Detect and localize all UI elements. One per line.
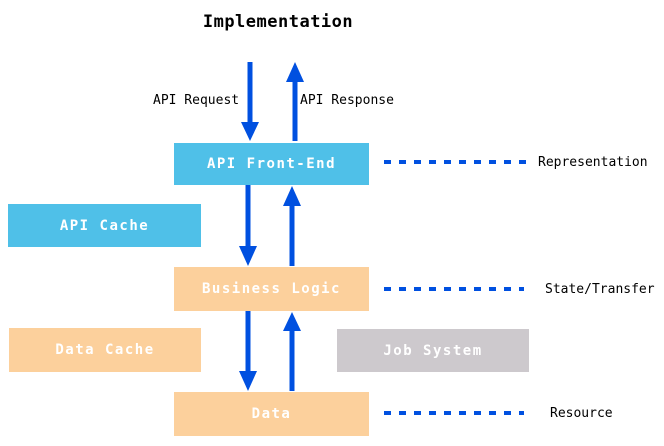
diagram-title: Implementation bbox=[202, 12, 354, 32]
arrow-business-to-frontend-up bbox=[283, 186, 301, 266]
box-data-cache-label: Data Cache bbox=[55, 342, 155, 358]
layer-label-representation: Representation bbox=[538, 155, 648, 170]
arrow-business-to-data-down bbox=[239, 311, 257, 391]
arrow-data-to-business-up bbox=[283, 312, 301, 391]
box-data-cache: Data Cache bbox=[9, 328, 201, 372]
box-api-cache-label: API Cache bbox=[59, 217, 150, 234]
box-api-front-end: API Front-End bbox=[174, 143, 369, 185]
api-response-label: API Response bbox=[300, 93, 394, 108]
box-job-system: Job System bbox=[337, 329, 529, 372]
box-data-label: Data bbox=[251, 406, 292, 422]
box-api-cache: API Cache bbox=[8, 204, 201, 247]
layer-label-state-transfer: State/Transfer bbox=[545, 282, 655, 297]
box-data: Data bbox=[174, 392, 369, 436]
api-request-label: API Request bbox=[153, 93, 240, 108]
layer-label-resource: Resource bbox=[550, 406, 613, 421]
box-job-system-label: Job System bbox=[383, 342, 483, 359]
arrow-api-request-down bbox=[241, 62, 259, 141]
box-business-logic-label: Business Logic bbox=[201, 281, 341, 297]
arrow-frontend-to-business-down bbox=[239, 185, 257, 266]
box-business-logic: Business Logic bbox=[174, 267, 369, 311]
box-api-front-end-label: API Front-End bbox=[206, 156, 337, 172]
